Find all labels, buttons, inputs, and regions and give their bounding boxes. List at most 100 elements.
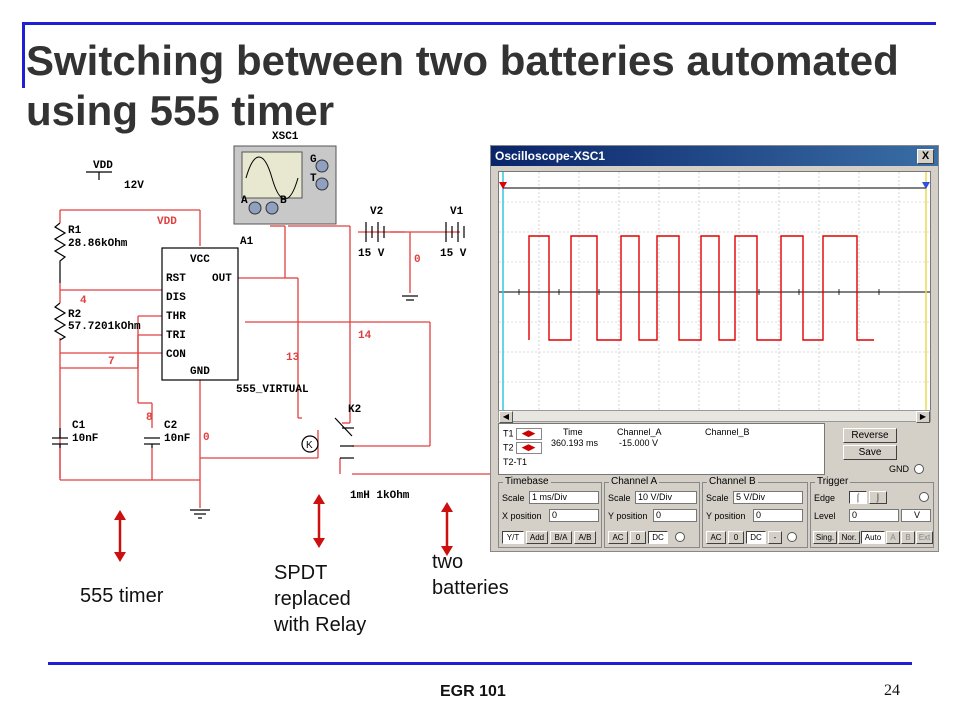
channel-a-group: Channel A Scale 10 V/Div Y position 0 AC… xyxy=(604,476,700,548)
timebase-scale-field[interactable]: 1 ms/Div xyxy=(529,491,599,504)
title-side-rule xyxy=(22,22,25,88)
t2t1-label: T2-T1 xyxy=(503,457,528,467)
t2-arrows-icon[interactable]: ◀▶ xyxy=(515,442,542,454)
footer-rule xyxy=(48,662,912,665)
t1-row: T1◀▶ xyxy=(503,428,542,440)
oscilloscope-screen xyxy=(498,171,931,411)
relay-name: K2 xyxy=(348,404,361,416)
chip-pin-tri: TRI xyxy=(166,330,186,342)
r1-value: 28.86kOhm xyxy=(68,238,128,250)
chip-pin-out: OUT xyxy=(212,273,232,285)
channel-b-scale-field[interactable]: 5 V/Div xyxy=(733,491,803,504)
gnd-radio[interactable] xyxy=(914,464,924,474)
r2-value: 57.7201kOhm xyxy=(68,321,141,333)
trigger-normal-button[interactable]: Nor. xyxy=(838,531,860,544)
channel-a-dc-button[interactable]: DC xyxy=(648,531,668,544)
save-button[interactable]: Save xyxy=(843,445,897,460)
timebase-title: Timebase xyxy=(503,476,551,487)
t1-label: T1 xyxy=(503,428,514,439)
oscilloscope-window-title: Oscilloscope-XSC1 xyxy=(495,149,606,163)
net-label-4: 4 xyxy=(80,295,87,307)
footer-course: EGR 101 xyxy=(440,683,506,700)
slide-title: Switching between two batteries automate… xyxy=(26,37,899,134)
readout-time-value: 360.193 ms xyxy=(551,438,599,448)
net-label-8: 8 xyxy=(146,412,153,424)
relay-annotation: SPDT replaced with Relay xyxy=(274,562,367,636)
c2-value: 10nF xyxy=(164,433,190,445)
reverse-button[interactable]: Reverse xyxy=(843,428,897,443)
rising-edge-icon[interactable]: ⌠ xyxy=(849,491,867,504)
chip-pin-dis: DIS xyxy=(166,292,186,304)
horizontal-scrollbar[interactable]: ◀ ▶ xyxy=(498,410,931,423)
c1-name: C1 xyxy=(72,420,86,432)
readout-time-header: Time xyxy=(563,427,583,437)
timer-annotation: 555 timer xyxy=(80,585,164,607)
chip-pin-con: CON xyxy=(166,349,186,361)
relay-value: 1mH 1kOhm xyxy=(350,490,410,502)
chip-model: 555_VIRTUAL xyxy=(236,384,309,396)
channel-a-ypos-field[interactable]: 0 xyxy=(653,509,697,522)
trigger-group: Trigger Edge ⌠ ⌡ Level 0 V Sing. Nor. Au… xyxy=(810,476,934,548)
vdd-symbol-label: VDD xyxy=(93,160,113,172)
trigger-ext-button[interactable]: Ext xyxy=(916,531,933,544)
channel-b-minus-button[interactable]: - xyxy=(768,531,782,544)
channel-b-ypos-field[interactable]: 0 xyxy=(753,509,803,522)
channel-b-group: Channel B Scale 5 V/Div Y position 0 AC … xyxy=(702,476,808,548)
vdd-net-label: VDD xyxy=(157,216,177,228)
readout-channel-a-value: -15.000 V xyxy=(619,438,659,448)
timebase-group: Timebase Scale 1 ms/Div X position 0 Y/T… xyxy=(498,476,602,548)
v2-value: 15 V xyxy=(358,248,385,260)
mode-add-button[interactable]: Add xyxy=(526,531,548,544)
page-number: 24 xyxy=(884,682,900,699)
mode-ab-button[interactable]: A/B xyxy=(574,531,596,544)
title-top-rule xyxy=(24,22,936,25)
x-position-field[interactable]: 0 xyxy=(549,509,599,522)
channel-b-ypos-label: Y position xyxy=(706,511,746,521)
scroll-left-icon[interactable]: ◀ xyxy=(499,411,513,423)
scope-pin-t: T xyxy=(310,173,317,185)
channel-b-zero-button[interactable]: 0 xyxy=(728,531,744,544)
timebase-scale-label: Scale xyxy=(502,493,525,503)
channel-b-scale-label: Scale xyxy=(706,493,729,503)
net-label-0b: 0 xyxy=(414,254,421,266)
oscilloscope-window: Oscilloscope-XSC1 X ◀ ▶ Time Chann xyxy=(490,145,939,552)
chip-pin-vcc: VCC xyxy=(190,254,210,266)
channel-a-radio[interactable] xyxy=(675,532,685,542)
channel-b-dc-button[interactable]: DC xyxy=(746,531,766,544)
trigger-b-button[interactable]: B xyxy=(901,531,915,544)
x-position-label: X position xyxy=(502,511,542,521)
channel-b-radio[interactable] xyxy=(787,532,797,542)
channel-a-scale-field[interactable]: 10 V/Div xyxy=(635,491,697,504)
batteries-annotation: two batteries xyxy=(432,551,509,599)
channel-a-ac-button[interactable]: AC xyxy=(608,531,628,544)
net-label-7: 7 xyxy=(108,356,115,368)
channel-b-ac-button[interactable]: AC xyxy=(706,531,726,544)
readout-channel-a-header: Channel_A xyxy=(617,427,662,437)
channel-a-zero-button[interactable]: 0 xyxy=(630,531,646,544)
close-icon[interactable]: X xyxy=(917,149,934,164)
c2-name: C2 xyxy=(164,420,177,432)
trigger-level-label: Level xyxy=(814,511,836,521)
falling-edge-icon[interactable]: ⌡ xyxy=(869,491,887,504)
readout-channel-b-header: Channel_B xyxy=(705,427,750,437)
v1-name: V1 xyxy=(450,206,464,218)
mode-yt-button[interactable]: Y/T xyxy=(502,531,524,544)
chip-pin-thr: THR xyxy=(166,311,186,323)
trigger-auto-button[interactable]: Auto xyxy=(861,531,885,544)
trigger-single-button[interactable]: Sing. xyxy=(813,531,837,544)
scroll-right-icon[interactable]: ▶ xyxy=(916,411,930,423)
oscilloscope-title-bar[interactable]: Oscilloscope-XSC1 X xyxy=(491,146,938,166)
scope-pin-a: A xyxy=(241,195,248,207)
trigger-edge-radio[interactable] xyxy=(919,492,929,502)
mode-ba-button[interactable]: B/A xyxy=(550,531,572,544)
trigger-level-field[interactable]: 0 xyxy=(849,509,899,522)
trigger-a-button[interactable]: A xyxy=(886,531,900,544)
channel-a-ypos-label: Y position xyxy=(608,511,648,521)
svg-text:K: K xyxy=(306,440,313,451)
trigger-level-unit[interactable]: V xyxy=(901,509,931,522)
chip-pin-gnd: GND xyxy=(190,366,210,378)
net-label-13: 13 xyxy=(286,352,300,364)
t1-arrows-icon[interactable]: ◀▶ xyxy=(515,428,542,440)
r1-name: R1 xyxy=(68,225,82,237)
chip-name: A1 xyxy=(240,236,254,248)
